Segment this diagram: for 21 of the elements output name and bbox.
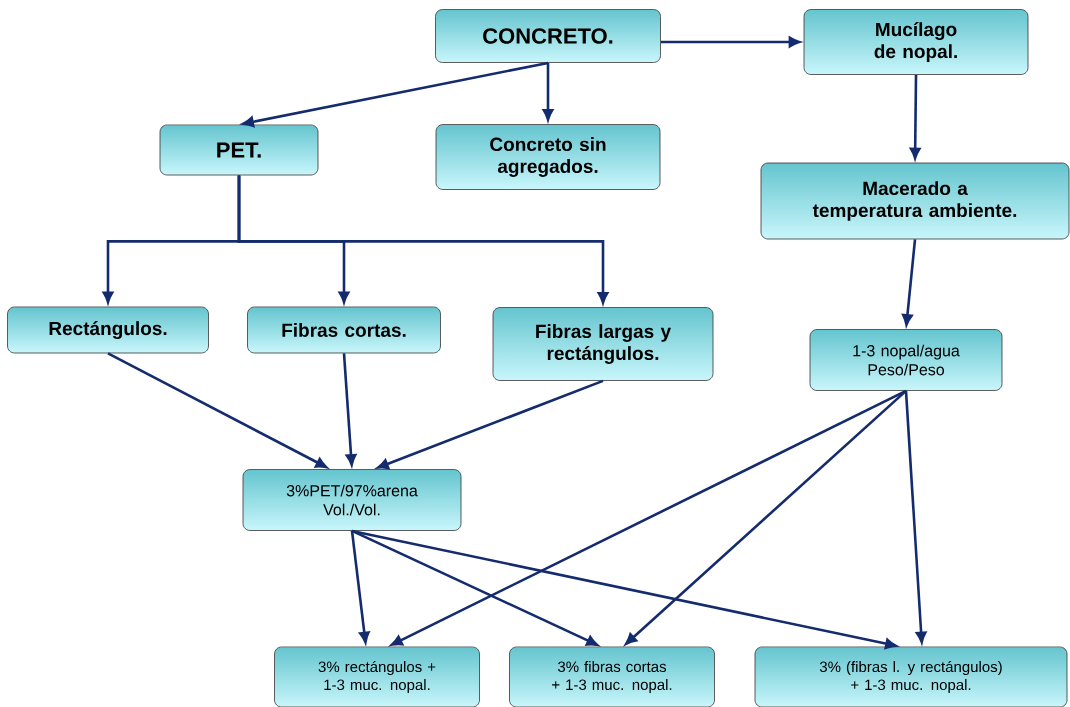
process-box: 3% fibras cortas + 1-3 muc. nopal.	[509, 646, 715, 707]
process-box: Concreto sin agregados.	[435, 124, 661, 190]
arrow	[660, 36, 801, 48]
arrow	[902, 239, 917, 326]
process-box: Mucílago de nopal.	[803, 9, 1029, 75]
process-box: Fibras largas y rectángulos.	[492, 307, 714, 381]
arrow	[342, 353, 357, 466]
process-box: 3% (fibras l. y rectángulos) + 1-3 muc. nopal.	[754, 646, 1068, 707]
process-box: 3%PET/97%arena Vol./Vol.	[242, 469, 462, 531]
process-box: PET.	[159, 124, 319, 176]
arrow	[107, 352, 328, 469]
process-box: Fibras cortas.	[247, 306, 441, 354]
arrow	[909, 74, 921, 160]
process-box: CONCRETO.	[435, 9, 661, 63]
arrow	[377, 379, 604, 470]
process-box: 3% rectángulos + 1-3 muc. nopal.	[274, 646, 480, 707]
arrow	[904, 390, 927, 644]
process-box: 1-3 nopal/agua Peso/Peso	[809, 329, 1003, 391]
arrow	[237, 175, 609, 304]
process-box: Rectángulos.	[7, 306, 209, 354]
process-box: Macerado a temperatura ambiente.	[760, 162, 1070, 240]
